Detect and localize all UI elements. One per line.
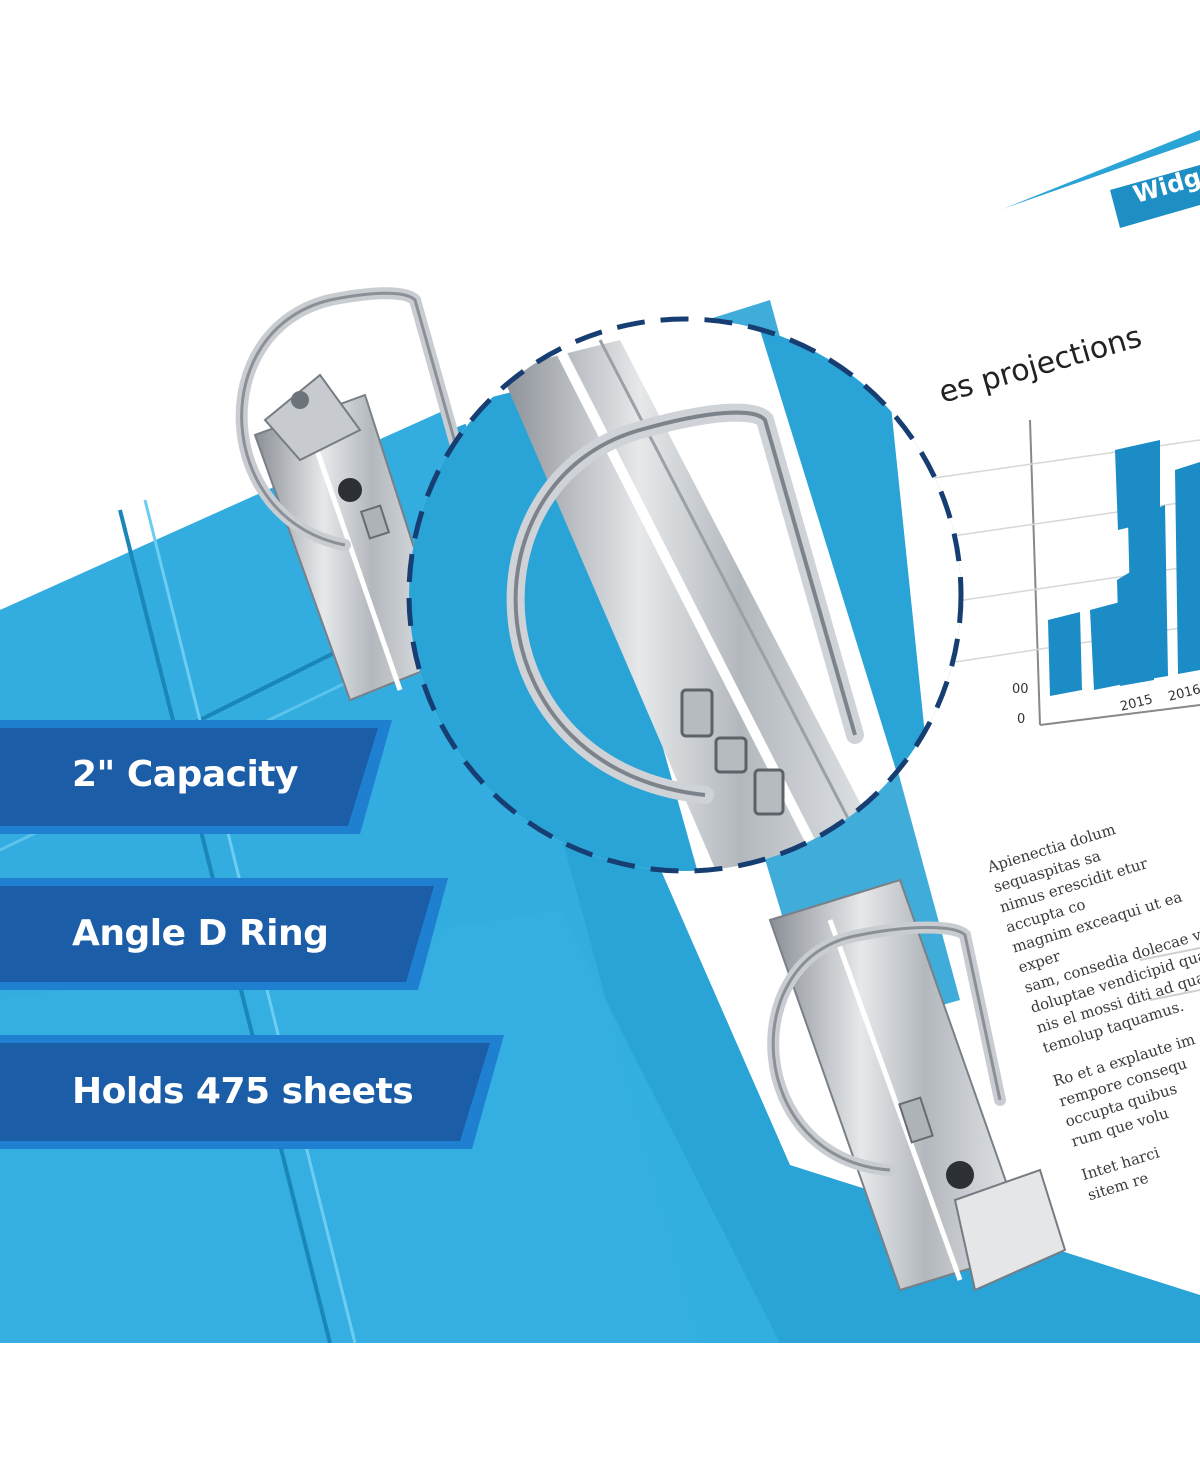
zoom-dashed-circle (406, 316, 964, 874)
feature-label-capacity: 2" Capacity (72, 754, 298, 795)
page-heading-bar (1110, 165, 1200, 228)
upper-ring-plate (253, 373, 452, 702)
zoom-detail (409, 319, 961, 871)
feature-badge-sheets: Holds 475 sheets (0, 1033, 504, 1151)
feature-badge-capacity: 2" Capacity (0, 718, 392, 836)
chart-axis-partial: 00 (1012, 682, 1029, 697)
feature-label-ring: Angle D Ring (72, 913, 329, 954)
paper-chart (919, 419, 1200, 726)
feature-label-sheets: Holds 475 sheets (72, 1071, 414, 1112)
chart-axis-zero: 0 (1017, 712, 1026, 727)
feature-badge-ring: Angle D Ring (0, 876, 448, 992)
